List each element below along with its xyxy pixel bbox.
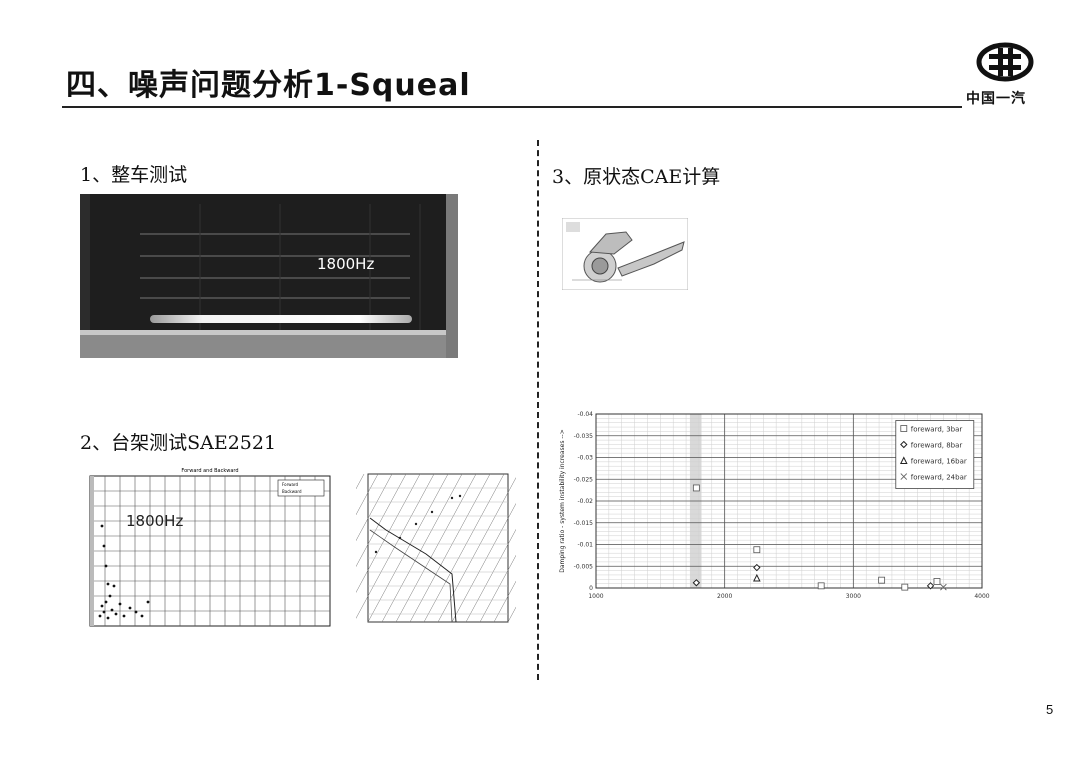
- heading-bench-test: 2、台架测试SAE2521: [80, 432, 277, 454]
- sae-legend-backward: Backward: [282, 489, 302, 494]
- y-tick-label: -0.01: [577, 542, 593, 549]
- y-tick-label: 0: [589, 585, 593, 592]
- data-point: [900, 440, 908, 449]
- legend-box: [895, 420, 975, 489]
- data-point: [900, 473, 908, 480]
- title-underline: [62, 106, 962, 108]
- y-axis-title: Damping ratio - system instability incre…: [559, 429, 566, 572]
- x-tick-label: 1000: [588, 593, 603, 600]
- vehicle-spectrogram: 1800Hz: [80, 194, 458, 358]
- spectrogram-freq-label: 1800Hz: [317, 255, 374, 273]
- sae-freq-overlay-label: 1800Hz: [126, 512, 183, 530]
- heading-vehicle-test: 1、整车测试: [80, 164, 188, 186]
- legend-entry: foreward, 16bar: [911, 458, 967, 466]
- y-tick-label: -0.005: [574, 563, 594, 570]
- data-point: [753, 563, 761, 572]
- data-point: [753, 573, 761, 582]
- column-divider: [537, 140, 539, 680]
- data-point: [933, 578, 941, 585]
- data-point: [692, 579, 701, 587]
- data-point: [900, 425, 908, 432]
- heading-cae: 3、原状态CAE计算: [552, 166, 721, 188]
- data-point: [878, 576, 886, 584]
- y-tick-label: -0.015: [574, 520, 594, 527]
- data-point: [692, 484, 700, 492]
- sae-frequency-chart: Forward and Backward Forward Backward 18…: [80, 466, 340, 646]
- legend-entry: foreward, 8bar: [911, 442, 963, 450]
- x-tick-label: 2000: [717, 593, 732, 600]
- logo-text: 中国一汽: [966, 91, 1026, 107]
- y-tick-label: -0.035: [574, 433, 594, 440]
- sae-nomograph-chart: [356, 468, 516, 636]
- x-tick-label: 4000: [974, 593, 989, 600]
- y-tick-label: -0.03: [577, 455, 593, 462]
- data-point: [899, 456, 908, 465]
- data-point: [753, 546, 761, 554]
- legend-entry: foreward, 24bar: [911, 474, 967, 482]
- y-tick-label: -0.02: [577, 498, 593, 505]
- data-point: [817, 582, 825, 590]
- x-tick-label: 3000: [846, 593, 861, 600]
- cae-brake-model-image: [562, 218, 688, 290]
- sae-legend: [277, 479, 325, 497]
- data-point: [901, 583, 909, 591]
- y-tick-label: -0.04: [577, 411, 593, 418]
- data-point: [926, 582, 935, 590]
- y-tick-label: -0.025: [574, 476, 594, 483]
- data-point: [940, 583, 947, 591]
- damping-ratio-chart: Damping ratio - system instability incre…: [559, 411, 990, 600]
- sae-chart-title: Forward and Backward: [181, 468, 238, 474]
- sae-legend-forward: Forward: [282, 482, 299, 487]
- page-number: 5: [1046, 702, 1054, 717]
- faw-logo-icon: [976, 42, 1034, 82]
- slide-title: 四、噪声问题分析1-Squeal: [66, 68, 471, 103]
- legend-entry: foreward, 3bar: [911, 426, 963, 434]
